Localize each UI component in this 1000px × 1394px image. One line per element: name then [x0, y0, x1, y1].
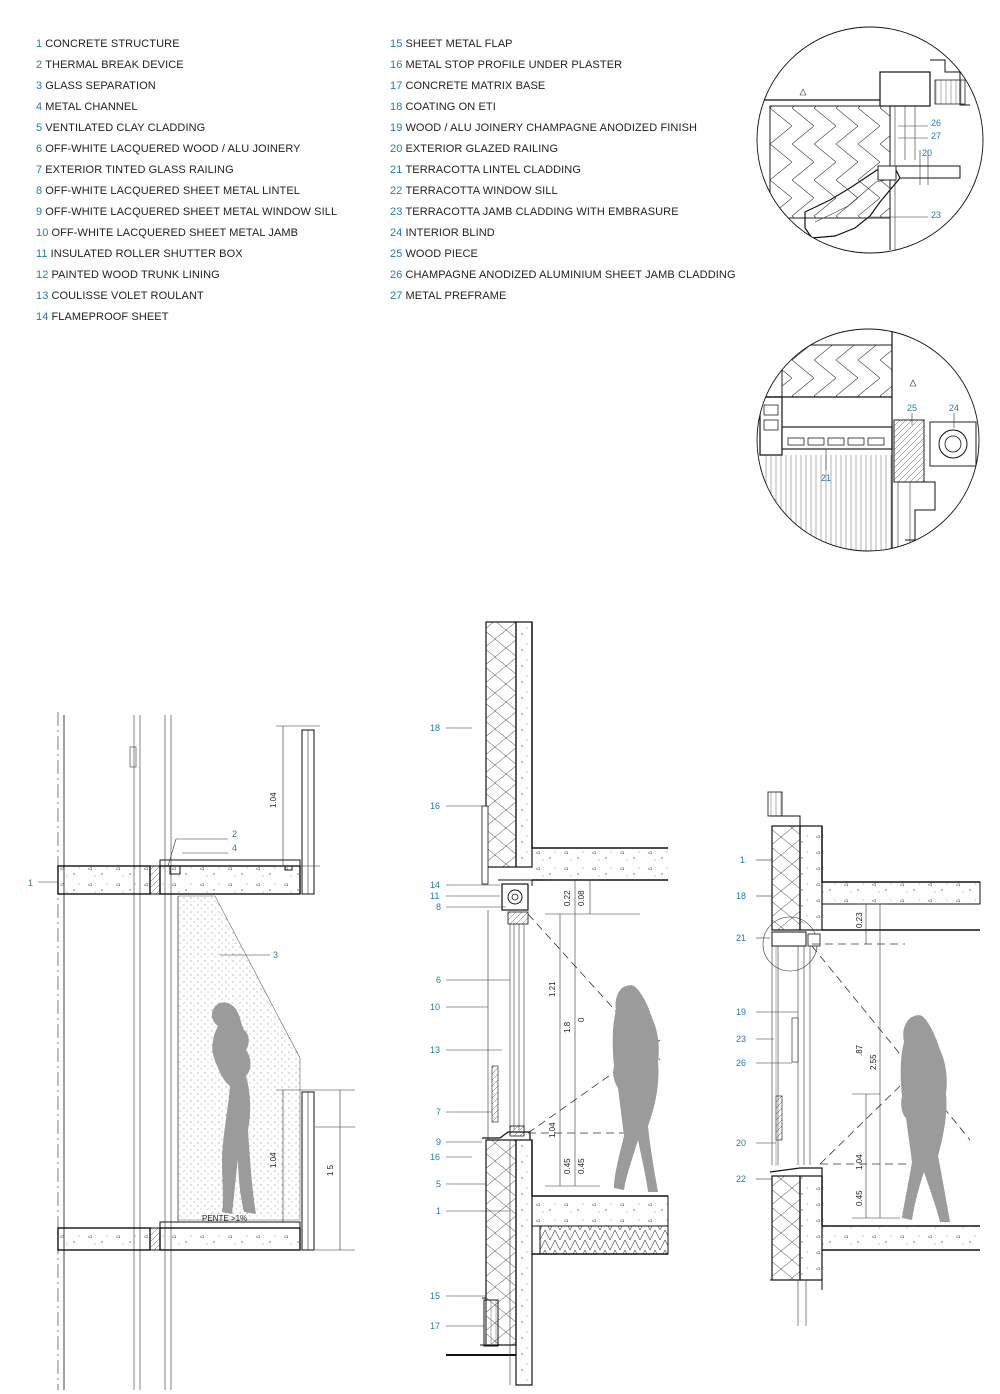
dim-c-3: 2.55: [869, 1054, 878, 1070]
section-c-window: 1 18 21 19 23 26 20 22 0.23 .87 2.55 1.0…: [736, 791, 981, 1326]
label-17: 17: [430, 1321, 440, 1331]
label-10: 10: [430, 1002, 440, 1012]
dim-b-1: 0.22: [563, 890, 572, 906]
label-7: 7: [436, 1107, 441, 1117]
label-26: 26: [736, 1058, 746, 1068]
dim-b-3: 1.21: [548, 981, 557, 997]
label-21: 21: [736, 933, 746, 943]
label-18: 18: [736, 891, 746, 901]
person-silhouette: [211, 1002, 256, 1214]
label-22: 22: [736, 1174, 746, 1184]
label-19: 19: [736, 1007, 746, 1017]
dim-b-2: 0.08: [577, 890, 586, 906]
dim-a-2: 1.04: [269, 1152, 278, 1168]
detail-circle-lintel: 25 24 21: [756, 328, 980, 552]
label-20: 20: [922, 148, 932, 158]
label-11: 11: [430, 891, 439, 901]
label-20: 20: [736, 1138, 746, 1148]
dim-c-2: .87: [855, 1044, 864, 1056]
dim-c-1: 0.23: [855, 912, 864, 928]
label-1: 1: [436, 1206, 441, 1216]
dim-c-4: 1.04: [855, 1154, 864, 1170]
dim-b-6: 1.04: [548, 1122, 557, 1138]
section-b-window: 18 16 14 11 8 6 10 13 7 9 16 5 1 15 17 0…: [430, 621, 669, 1386]
label-25: 25: [907, 403, 917, 413]
label-2: 2: [232, 829, 237, 839]
label-16: 16: [430, 801, 440, 811]
label-21: 21: [821, 473, 831, 483]
section-a-loggia: 1 2 4 3 1.04 1.04 1 5 PENTE >1%: [28, 712, 355, 1390]
person-silhouette: [900, 1015, 950, 1222]
dim-c-5: 0.45: [855, 1190, 864, 1206]
label-1: 1: [740, 855, 745, 865]
label-14: 14: [430, 880, 440, 890]
label-27: 27: [931, 131, 941, 141]
dim-b-4: 1.8: [563, 1021, 572, 1033]
label-23: 23: [736, 1034, 746, 1044]
label-23: 23: [931, 210, 941, 220]
dim-b-8: 0.45: [577, 1158, 586, 1174]
label-15: 15: [430, 1291, 440, 1301]
dim-a-3: 1 5: [326, 1164, 335, 1176]
label-5: 5: [436, 1179, 441, 1189]
detail-circle-jamb: 26 27 20 23: [756, 26, 984, 254]
label-18: 18: [430, 723, 440, 733]
label-3: 3: [273, 950, 278, 960]
label-24: 24: [949, 403, 959, 413]
dim-b-5: 0: [577, 1017, 586, 1022]
label-16b: 16: [430, 1152, 440, 1162]
person-silhouette: [612, 985, 659, 1192]
dim-b-7: 0.45: [563, 1158, 572, 1174]
dim-a-1: 1.04: [269, 792, 278, 808]
label-6: 6: [436, 975, 441, 985]
label-9: 9: [436, 1137, 441, 1147]
label-1: 1: [28, 878, 33, 888]
label-8: 8: [436, 902, 441, 912]
slope-note: PENTE >1%: [202, 1214, 247, 1223]
label-4: 4: [232, 843, 237, 853]
label-13: 13: [430, 1045, 440, 1055]
label-26: 26: [931, 118, 941, 128]
